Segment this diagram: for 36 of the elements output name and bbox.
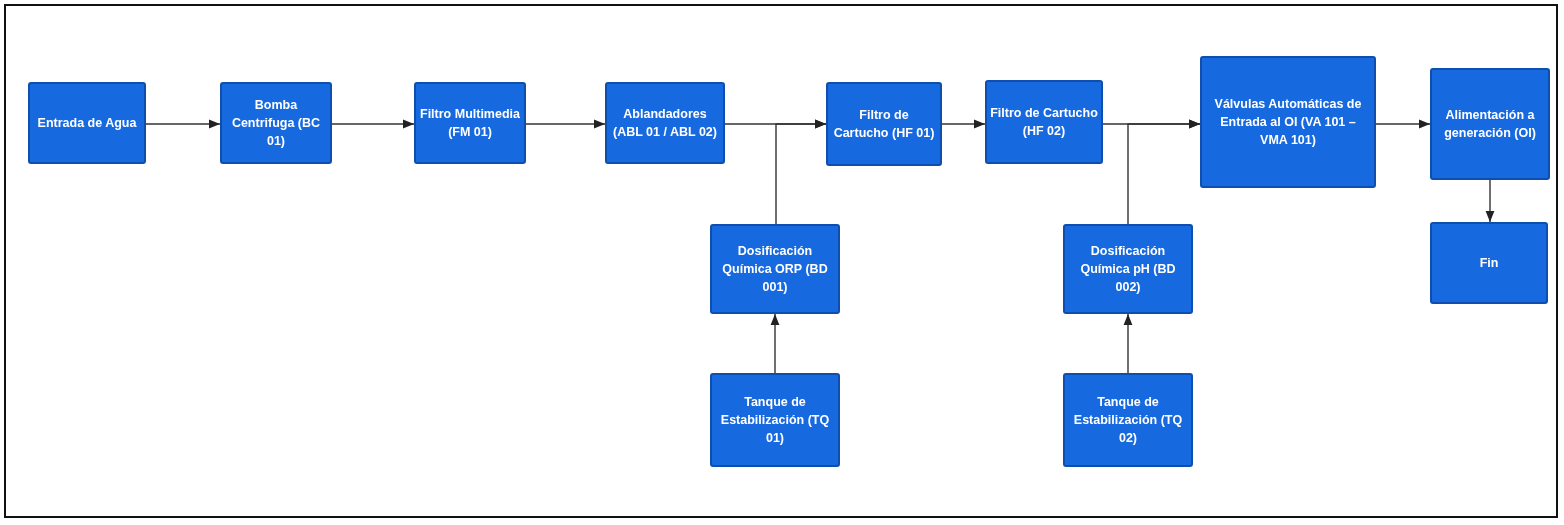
process-box: [710, 373, 840, 467]
process-box: [985, 80, 1103, 164]
process-box: [28, 82, 146, 164]
process-box: [414, 82, 526, 164]
arrow: [770, 313, 780, 374]
process-box: [605, 82, 725, 164]
process-box: [1430, 68, 1550, 180]
process-box: [220, 82, 332, 164]
arrow: [775, 119, 827, 225]
process-box: [710, 224, 840, 314]
box-label: Filtro Multimedia (FM 01): [419, 105, 521, 141]
box-label: Bomba Centrifuga (BC 01): [230, 96, 322, 151]
box-label: Tanque de Estabilización (TQ 01): [719, 393, 831, 448]
box-label: Válvulas Automáticas de Entrada al OI (VA 101 – VMA 101): [1213, 95, 1363, 150]
arrow: [145, 119, 221, 129]
box-label: Filtro de Cartucho (HF 02): [990, 104, 1098, 140]
box-label: Alimentación a generación (OI): [1443, 106, 1537, 142]
arrow: [941, 119, 986, 129]
box-label: Dosificación Química pH (BD 002): [1079, 242, 1177, 297]
arrow: [331, 119, 415, 129]
process-box: [1200, 56, 1376, 188]
box-label: Ablandadores (ABL 01 / ABL 02): [612, 105, 718, 141]
arrow: [1127, 119, 1201, 225]
process-box: [826, 82, 942, 166]
arrow: [1485, 179, 1495, 223]
arrow: [525, 119, 606, 129]
box-label: Tanque de Estabilización (TQ 02): [1072, 393, 1184, 448]
process-box: [1430, 222, 1548, 304]
box-label: Fin: [1479, 254, 1499, 272]
box-label: Entrada de Agua: [37, 114, 137, 132]
process-box: [1063, 373, 1193, 467]
process-box: [1063, 224, 1193, 314]
box-label: Dosificación Química ORP (BD 001): [721, 242, 829, 297]
arrow: [1375, 119, 1431, 129]
arrow: [1123, 313, 1133, 374]
box-label: Filtro de Cartucho (HF 01): [832, 106, 936, 142]
